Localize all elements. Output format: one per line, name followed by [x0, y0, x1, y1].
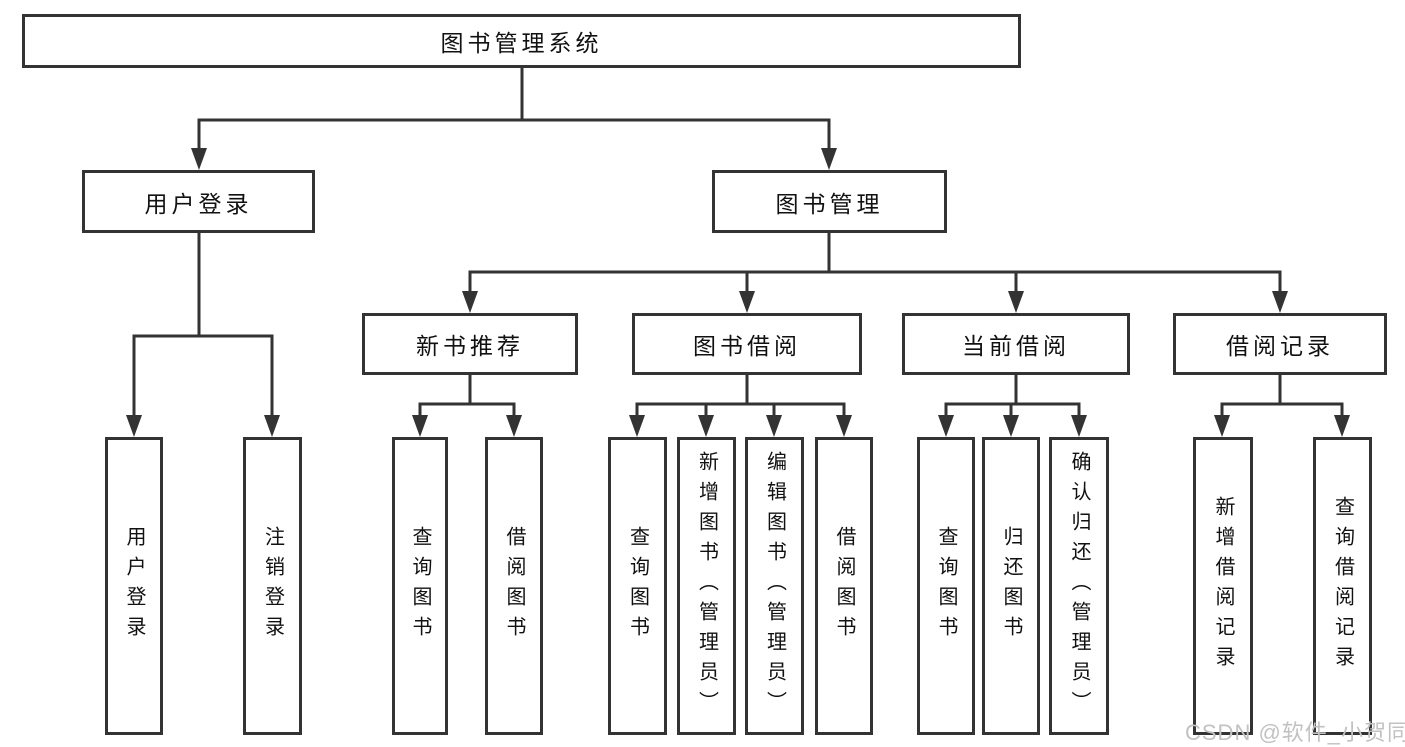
leaf-return-books-label: 归还图书	[1000, 526, 1022, 646]
node-user-login-label: 用户登录	[144, 190, 253, 217]
arrowhead-icons	[126, 148, 1350, 437]
leaf-confirm-return-admin-label: 确认归还（管理员）	[1068, 451, 1090, 721]
leaf-newbooks-borrow-books: 借阅图书	[485, 437, 543, 735]
leaf-edit-books-admin: 编辑图书（管理员）	[745, 437, 804, 735]
watermark: CSDN @软件_小贺同学	[1185, 720, 1405, 745]
leaf-borrow-query-books: 查询图书	[608, 437, 667, 735]
leaf-query-borrow-record: 查询借阅记录	[1313, 437, 1372, 735]
node-root-label: 图书管理系统	[440, 30, 603, 56]
leaf-borrow-borrow-books-label: 借阅图书	[833, 526, 855, 646]
leaf-add-books-admin: 新增图书（管理员）	[677, 437, 736, 735]
node-user-login: 用户登录	[82, 170, 315, 233]
node-root: 图书管理系统	[22, 14, 1021, 68]
leaf-user-login: 用户登录	[105, 437, 163, 735]
leaf-newbooks-borrow-books-label: 借阅图书	[503, 526, 525, 646]
leaf-logout-label: 注销登录	[261, 526, 284, 646]
leaf-user-login-label: 用户登录	[123, 526, 145, 646]
node-new-book-recommend: 新书推荐	[362, 313, 578, 375]
leaf-logout: 注销登录	[243, 437, 302, 735]
leaf-current-query-books-label: 查询图书	[935, 526, 957, 646]
node-book-management: 图书管理	[712, 170, 947, 233]
node-borrow-records: 借阅记录	[1173, 313, 1387, 375]
leaf-borrow-borrow-books: 借阅图书	[815, 437, 873, 735]
leaf-edit-books-admin-label: 编辑图书（管理员）	[763, 451, 786, 721]
leaf-query-borrow-record-label: 查询借阅记录	[1331, 496, 1354, 676]
leaf-borrow-query-books-label: 查询图书	[626, 526, 649, 646]
leaf-confirm-return-admin: 确认归还（管理员）	[1049, 437, 1109, 735]
node-current-borrow-label: 当前借阅	[962, 333, 1070, 359]
node-new-book-recommend-label: 新书推荐	[416, 333, 524, 359]
leaf-newbooks-query-books-label: 查询图书	[409, 526, 431, 646]
node-book-management-label: 图书管理	[775, 190, 884, 217]
leaf-newbooks-query-books: 查询图书	[392, 437, 448, 735]
leaf-add-books-admin-label: 新增图书（管理员）	[695, 451, 718, 721]
node-book-borrow-label: 图书借阅	[693, 333, 801, 359]
leaf-current-query-books: 查询图书	[917, 437, 975, 735]
leaf-add-borrow-record-label: 新增借阅记录	[1212, 496, 1234, 676]
node-current-borrow: 当前借阅	[902, 313, 1130, 375]
leaf-add-borrow-record: 新增借阅记录	[1193, 437, 1253, 735]
leaf-return-books: 归还图书	[982, 437, 1040, 735]
node-book-borrow: 图书借阅	[632, 313, 862, 375]
node-borrow-records-label: 借阅记录	[1226, 333, 1334, 359]
